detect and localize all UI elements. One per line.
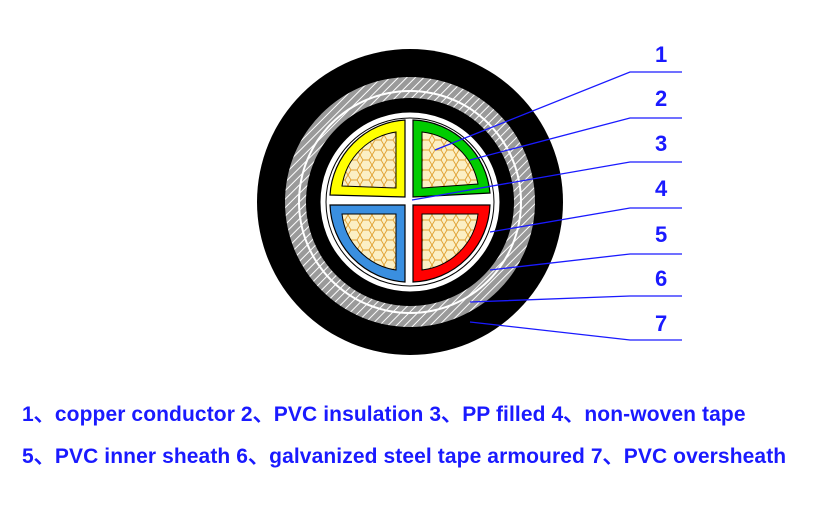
core-green — [412, 119, 491, 198]
leader-line-1 — [434, 71, 682, 151]
core-red — [412, 204, 491, 283]
leader-line-5 — [489, 253, 682, 271]
cable-cross-section-diagram: 1 2 3 4 5 6 7 — [257, 42, 682, 355]
legend-line-2: 5、PVC inner sheath 6、galvanized steel ta… — [22, 445, 787, 468]
callout-number-3: 3 — [655, 131, 667, 156]
core-yellow — [329, 119, 406, 198]
leader-lines — [411, 71, 682, 341]
legend-line-1: 1、copper conductor 2、PVC insulation 3、PP… — [22, 403, 746, 426]
callout-number-6: 6 — [655, 266, 667, 291]
callout-number-1: 1 — [655, 42, 667, 67]
callout-number-5: 5 — [655, 222, 667, 247]
callout-number-4: 4 — [655, 176, 668, 201]
callout-number-7: 7 — [655, 311, 667, 336]
leader-line-7 — [469, 321, 682, 341]
leader-line-4 — [489, 207, 682, 233]
leader-line-6 — [469, 295, 682, 303]
callout-number-2: 2 — [655, 86, 667, 111]
pp-filler-area — [325, 117, 495, 287]
leader-line-2 — [469, 117, 682, 161]
leader-line-3 — [411, 161, 682, 201]
core-blue — [329, 204, 406, 283]
